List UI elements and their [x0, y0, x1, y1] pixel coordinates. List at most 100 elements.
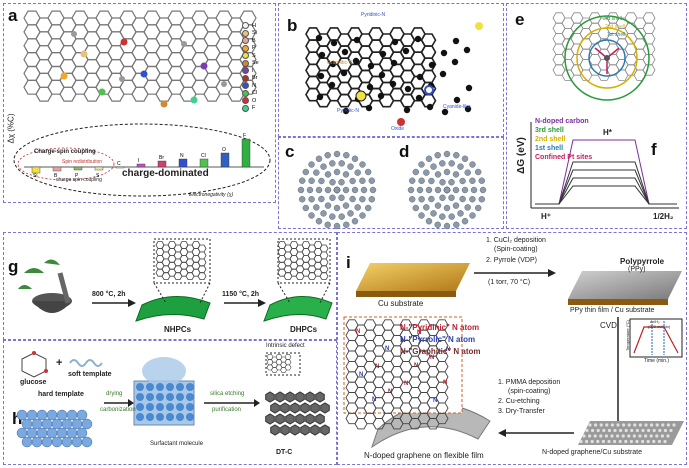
cluster-atom — [448, 194, 455, 201]
cluster-atom — [428, 177, 435, 185]
dtc-cell — [295, 391, 305, 403]
carbon-atom — [463, 46, 471, 54]
dtc-cell — [285, 413, 295, 425]
cluster-atom — [443, 168, 451, 176]
n-atom-marker: N — [433, 398, 437, 404]
cluster-atom — [302, 168, 309, 176]
dopant-atom — [160, 100, 168, 108]
carbon-atom — [379, 50, 387, 58]
i-ng-flex: N-doped graphene on flexible film — [364, 451, 484, 460]
element-dot-icon — [242, 89, 249, 97]
element-bar — [52, 166, 62, 172]
panel-e-shells — [552, 12, 656, 101]
h-plus: + — [56, 357, 63, 369]
template-sphere — [61, 418, 73, 430]
panel-i-label: i — [346, 253, 351, 272]
lattice-hexagon — [435, 412, 449, 425]
panel-h-synthesis — [16, 351, 330, 448]
cluster-atom — [359, 196, 366, 203]
cluster-atom — [338, 160, 345, 167]
element-legend-item: H — [242, 22, 276, 30]
graphene-dot — [605, 423, 609, 427]
graphene-dot — [594, 423, 598, 427]
panel-f-label: f — [651, 140, 657, 159]
element-bar — [220, 152, 230, 168]
i-transfer1: 1. PMMA deposition — [498, 379, 561, 386]
graphene-dot — [666, 434, 670, 438]
cluster-atom — [338, 213, 345, 220]
dopant-atom — [120, 38, 128, 46]
template-sphere — [21, 436, 33, 448]
lattice-hexagon — [642, 22, 656, 35]
cluster-atom — [443, 186, 451, 194]
energy-path — [535, 169, 677, 205]
cluster-atom — [359, 161, 366, 168]
f-mid-label: H* — [603, 128, 612, 137]
template-sphere — [166, 393, 174, 401]
graphene-dot — [621, 434, 625, 438]
cluster-atom — [479, 186, 487, 194]
cluster-atom — [338, 179, 345, 186]
pyrrolic-n-label: Pyrrolic-N — [337, 108, 359, 114]
cluster-atom — [459, 195, 466, 203]
cluster-atom — [461, 155, 469, 162]
cluster-atom — [469, 177, 476, 184]
cluster-atom — [430, 163, 437, 170]
cluster-atom — [354, 169, 361, 176]
element-legend-item: S — [242, 52, 276, 60]
n-atom-marker: N — [372, 397, 376, 403]
template-sphere — [46, 427, 58, 439]
note-charge-spin-2: charge spin coupling — [56, 177, 102, 183]
element-bar — [94, 166, 104, 171]
graphene-dot — [624, 428, 628, 433]
template-sphere — [46, 409, 58, 421]
template-sphere — [66, 427, 78, 439]
lattice-hexagon — [642, 64, 656, 76]
i-n-pyridinic: N-"Pyridinic" N atom — [400, 323, 480, 332]
note-spin-redistribution: Spin redistribution — [62, 159, 103, 165]
graphene-dot — [655, 434, 659, 438]
pyridinic-n-label: Pyridinic-N — [361, 12, 386, 18]
dtc-cell — [285, 391, 295, 403]
cluster-atom — [418, 161, 425, 168]
cluster-atom — [469, 196, 476, 203]
graphene-dot — [672, 423, 676, 427]
dtc-cell — [290, 402, 300, 414]
lattice-hexagon — [239, 79, 257, 95]
dopant-atom — [190, 96, 198, 104]
graphene-dot — [582, 434, 586, 438]
dtc-cell — [315, 413, 325, 425]
template-sphere — [186, 413, 194, 421]
element-dot-icon — [242, 37, 249, 45]
graphene-dot — [619, 428, 623, 433]
dtc-cell — [300, 424, 310, 436]
carbon-atom — [439, 70, 447, 78]
template-sphere — [166, 413, 174, 421]
cluster-atom — [351, 155, 359, 162]
cluster-atom — [342, 202, 350, 209]
carbon-atom — [318, 51, 326, 59]
template-sphere — [136, 403, 144, 411]
element-legend-item: N — [242, 82, 276, 90]
cluster-atom — [315, 155, 323, 162]
cluster-atom — [418, 196, 425, 203]
carbon-atom — [352, 57, 360, 65]
graphene-dot — [627, 423, 631, 427]
graphene-dot — [638, 423, 642, 427]
lattice-hexagon — [319, 272, 329, 280]
cluster-atom — [299, 177, 306, 184]
cluster-atom — [343, 152, 350, 159]
x-axis-label: Electronegativity (χ) — [189, 192, 234, 198]
cluster-atom — [329, 179, 336, 186]
dopant-atom — [80, 50, 88, 58]
oxide-label: Oxide — [391, 126, 405, 132]
template-sphere — [176, 413, 184, 421]
i-cu-substrate: Cu substrate — [378, 299, 424, 308]
element-bar-label: Br — [159, 155, 164, 161]
cluster-atom — [369, 186, 377, 194]
element-legend-item: P — [242, 44, 276, 53]
cluster-atom — [313, 169, 320, 176]
panel-a-lattice — [23, 10, 257, 108]
cluster-atom — [297, 186, 305, 194]
